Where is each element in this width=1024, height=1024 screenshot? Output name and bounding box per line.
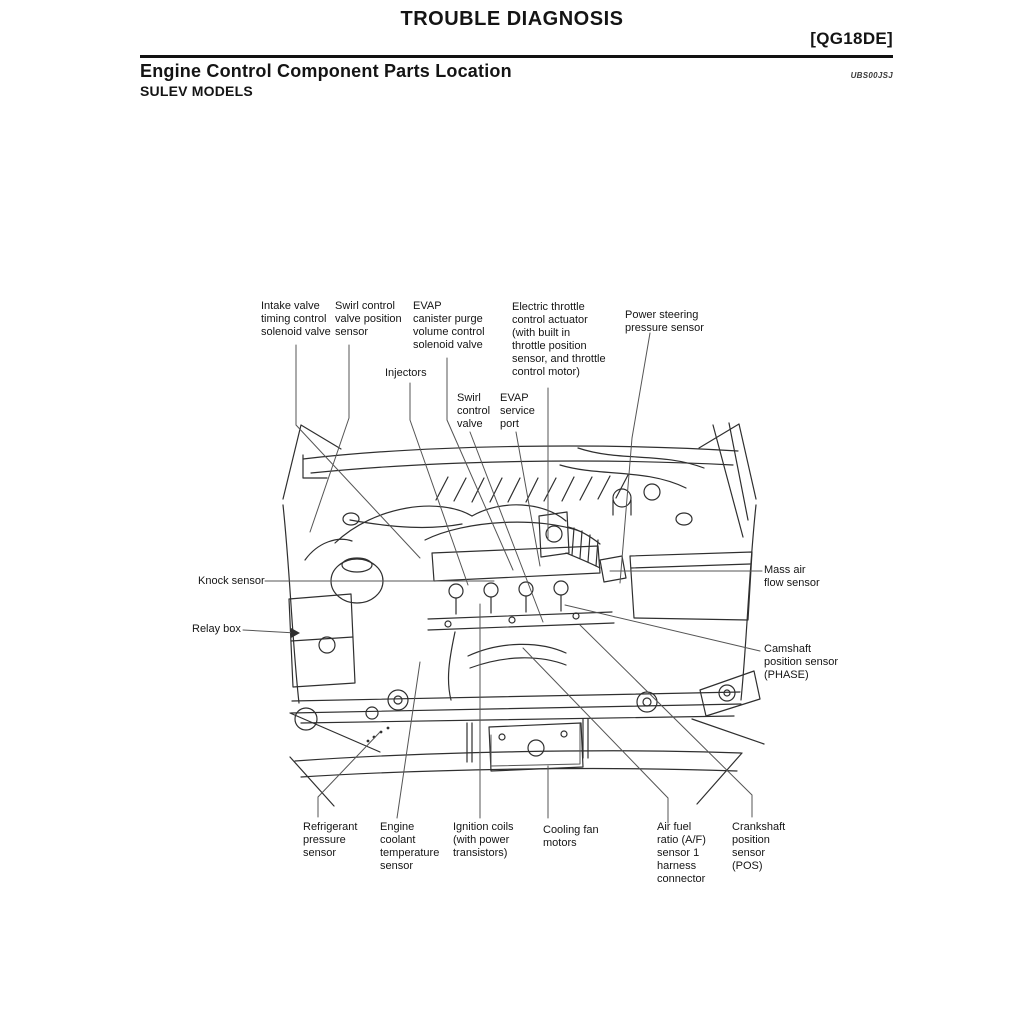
engine-code-badge: [QG18DE] bbox=[810, 29, 893, 48]
engine-line-art bbox=[282, 422, 765, 807]
intake-plenum-fuel-rail bbox=[424, 521, 601, 582]
label-power-steering-pressure-sensor: Power steering pressure sensor bbox=[625, 309, 704, 334]
leader-cooling-fan-motors bbox=[490, 723, 581, 819]
leader-intake-valve-timing-control-solenoid-valve bbox=[295, 344, 421, 559]
label-refrigerant-pressure-sensor: Refrigerant pressure sensor bbox=[303, 821, 358, 859]
mass-air-flow-sensor-body bbox=[599, 555, 627, 583]
section-title: Engine Control Component Parts Location bbox=[140, 61, 512, 81]
label-evap-canister-purge-volume-control-solenoid-valve: EVAP canister purge volume control solen… bbox=[413, 300, 485, 351]
label-swirl-control-valve-position-sensor: Swirl control valve position sensor bbox=[335, 300, 402, 338]
leader-injectors bbox=[409, 382, 469, 586]
label-intake-valve-timing-control-solenoid-valve: Intake valve timing control solenoid val… bbox=[261, 300, 331, 338]
left-fender-rail bbox=[282, 504, 360, 704]
right-fender-rail bbox=[675, 424, 757, 701]
leader-refrigerant-pressure-sensor bbox=[317, 731, 381, 818]
label-cooling-fan-motors: Cooling fan motors bbox=[543, 824, 599, 849]
leader-power-steering-pressure-sensor bbox=[619, 332, 651, 584]
injector-row bbox=[448, 580, 569, 615]
hood-cowl bbox=[282, 422, 757, 521]
leader-swirl-control-valve-position-sensor bbox=[309, 344, 350, 533]
right-engine-parts bbox=[612, 483, 765, 745]
relay-box-outline bbox=[288, 593, 356, 731]
label-evap-service-port: EVAP service port bbox=[500, 392, 535, 430]
front-subframe bbox=[289, 691, 743, 807]
leader-engine-coolant-temperature-sensor bbox=[396, 661, 421, 819]
engine-lower-details bbox=[289, 631, 567, 753]
label-relay-box: Relay box bbox=[192, 623, 241, 635]
vacuum-hoses bbox=[334, 447, 705, 544]
header-divider bbox=[140, 55, 893, 58]
leader-evap-canister-purge-volume-control-solenoid-valve bbox=[446, 357, 514, 571]
document-code: UBS00JSJ bbox=[850, 71, 893, 80]
document-title: TROUBLE DIAGNOSIS bbox=[400, 8, 624, 30]
label-swirl-control-valve: Swirl control valve bbox=[457, 392, 491, 430]
label-ignition-coils: Ignition coils (with power transistors) bbox=[453, 821, 514, 859]
leader-swirl-control-valve bbox=[469, 431, 544, 623]
leader-air-fuel-ratio-sensor-1-harness-connector bbox=[522, 647, 669, 824]
section-subtitle: SULEV MODELS bbox=[140, 83, 253, 99]
relay-box-arrowhead bbox=[291, 628, 300, 638]
label-injectors: Injectors bbox=[385, 367, 427, 379]
leader-lines bbox=[242, 332, 763, 824]
throttle-body bbox=[538, 511, 570, 558]
reservoir-canister bbox=[304, 538, 384, 604]
intake-duct-bellows bbox=[565, 526, 601, 569]
label-mass-air-flow-sensor: Mass air flow sensor bbox=[764, 564, 820, 589]
valve-cover bbox=[427, 611, 615, 631]
label-air-fuel-ratio-sensor-1-harness-connector: Air fuel ratio (A/F) sensor 1 harness co… bbox=[657, 821, 706, 885]
bumper-reinforcement bbox=[488, 722, 584, 772]
leader-crankshaft-position-sensor-pos bbox=[579, 624, 753, 818]
label-electric-throttle-control-actuator: Electric throttle control actuator (with… bbox=[512, 301, 606, 378]
label-knock-sensor: Knock sensor bbox=[198, 575, 265, 587]
air-cleaner-box bbox=[629, 551, 753, 621]
leader-relay-box bbox=[242, 629, 297, 634]
label-engine-coolant-temperature-sensor: Engine coolant temperature sensor bbox=[380, 821, 440, 872]
leader-camshaft-position-sensor-phase bbox=[564, 604, 761, 652]
label-crankshaft-position-sensor-pos: Crankshaft position sensor (POS) bbox=[732, 821, 786, 872]
label-camshaft-position-sensor-phase: Camshaft position sensor (PHASE) bbox=[764, 643, 838, 681]
leader-evap-service-port bbox=[515, 431, 541, 567]
